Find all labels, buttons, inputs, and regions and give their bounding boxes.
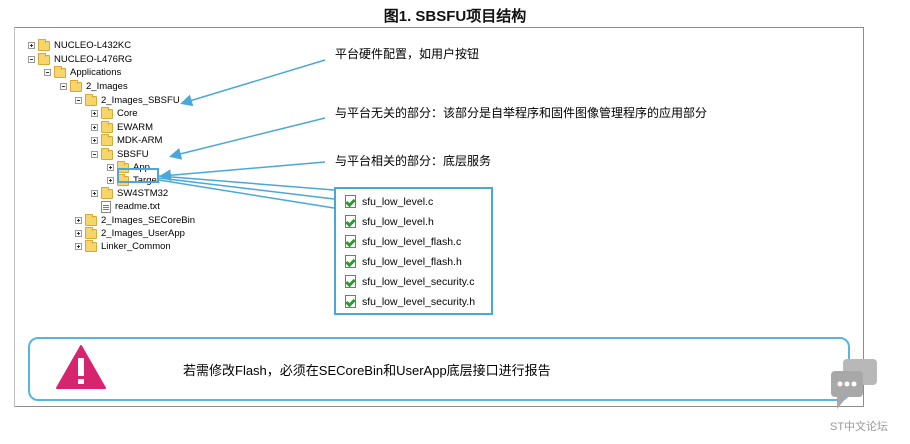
tree-item-label: App — [133, 162, 150, 173]
annotation-dependent: 与平台相关的部分：底层服务 — [335, 154, 492, 168]
collapse-icon[interactable] — [28, 56, 35, 63]
tree-item-sw4stm32[interactable]: SW4STM32 — [91, 186, 169, 200]
connector-target-files-bottom — [158, 179, 335, 209]
folder-icon — [101, 147, 113, 160]
tree-item-mdk-arm[interactable]: MDK-ARM — [91, 133, 163, 147]
tree-item-readme[interactable]: readme.txt — [101, 200, 160, 213]
collapse-icon[interactable] — [60, 83, 67, 90]
expand-icon[interactable] — [91, 124, 98, 131]
annotation-hardware: 平台硬件配置，如用户按钮 — [335, 47, 480, 61]
watermark-text: ST中文论坛 — [830, 421, 889, 433]
expand-icon[interactable] — [107, 164, 114, 171]
annotation-independent: 与平台无关的部分：该部分是自举程序和固件图像管理程序的应用部分 — [335, 106, 708, 120]
target-files-box: sfu_low_level.c sfu_low_level.h sfu_low_… — [334, 187, 493, 315]
st-forum-logo-icon — [831, 359, 877, 409]
c-header-file-icon — [345, 215, 357, 229]
tree-item-label: 2_Images_UserApp — [101, 228, 185, 239]
expand-icon[interactable] — [28, 42, 35, 49]
expand-icon[interactable] — [91, 190, 98, 197]
tree-item-label: SBSFU — [117, 149, 149, 160]
collapse-icon[interactable] — [44, 69, 51, 76]
tree-item-ewarm[interactable]: EWARM — [91, 120, 154, 134]
expand-icon[interactable] — [91, 137, 98, 144]
file-name: sfu_low_level_security.h — [362, 296, 476, 308]
tree-item-2-images-secorebin[interactable]: 2_Images_SECoreBin — [75, 213, 195, 227]
tree-item-applications[interactable]: Applications — [44, 65, 122, 79]
tree-item-label: 2_Images_SBSFU — [101, 95, 180, 106]
folder-icon — [101, 120, 113, 133]
tree-item-nucleo-l432kc[interactable]: NUCLEO-L432KC — [28, 38, 132, 52]
tree-item-app[interactable]: App — [107, 160, 150, 174]
folder-icon — [101, 106, 113, 119]
file-name: sfu_low_level_flash.c — [362, 236, 462, 248]
c-source-file-icon — [345, 235, 357, 249]
tree-item-label: Target — [133, 175, 160, 186]
connector-target-files-mid — [158, 177, 335, 200]
file-item[interactable]: sfu_low_level.c — [345, 193, 433, 211]
file-name: sfu_low_level_flash.h — [362, 256, 462, 268]
file-item[interactable]: sfu_low_level_security.h — [345, 293, 475, 311]
tree-item-label: MDK-ARM — [117, 135, 163, 146]
folder-icon — [101, 186, 113, 199]
frame-left-border — [14, 27, 15, 407]
expand-icon[interactable] — [91, 110, 98, 117]
tree-item-label: EWARM — [117, 122, 154, 133]
tree-item-label: readme.txt — [115, 201, 160, 212]
file-item[interactable]: sfu_low_level_flash.h — [345, 253, 462, 271]
tree-item-nucleo-l476rg[interactable]: NUCLEO-L476RG — [28, 52, 133, 66]
collapse-icon[interactable] — [75, 97, 82, 104]
tree-item-2-images-sbsfu[interactable]: 2_Images_SBSFU — [75, 93, 180, 107]
file-item[interactable]: sfu_low_level.h — [345, 213, 434, 231]
tree-item-core[interactable]: Core — [91, 106, 138, 120]
expand-icon[interactable] — [75, 230, 82, 237]
folder-icon — [70, 79, 82, 92]
folder-icon — [38, 38, 50, 51]
text-file-icon — [101, 200, 111, 213]
file-item[interactable]: sfu_low_level_flash.c — [345, 233, 461, 251]
folder-icon — [54, 65, 66, 78]
tree-item-label: SW4STM32 — [117, 188, 169, 199]
c-source-file-icon — [345, 195, 357, 209]
tree-item-label: Core — [117, 108, 138, 119]
tree-item-label: Applications — [70, 67, 122, 78]
tree-item-label: NUCLEO-L432KC — [54, 40, 132, 51]
folder-icon — [101, 133, 113, 146]
expand-icon[interactable] — [75, 243, 82, 250]
c-source-file-icon — [345, 275, 357, 289]
folder-icon — [38, 52, 50, 65]
tree-item-sbsfu[interactable]: SBSFU — [91, 147, 149, 161]
file-name: sfu_low_level.h — [362, 216, 434, 228]
file-item[interactable]: sfu_low_level_security.c — [345, 273, 474, 291]
folder-icon — [85, 213, 97, 226]
note-text: 若需修改Flash，必须在SECoreBin和UserApp底层接口进行报告 — [183, 363, 551, 378]
folder-icon — [85, 93, 97, 106]
c-header-file-icon — [345, 295, 357, 309]
tree-item-label: NUCLEO-L476RG — [54, 54, 133, 65]
tree-item-label: Linker_Common — [101, 241, 171, 252]
expand-icon[interactable] — [75, 217, 82, 224]
file-name: sfu_low_level.c — [362, 196, 434, 208]
folder-icon — [85, 239, 97, 252]
tree-item-2-images[interactable]: 2_Images — [60, 79, 128, 93]
figure-frame — [14, 27, 864, 407]
file-name: sfu_low_level_security.c — [362, 276, 475, 288]
tree-item-label: 2_Images — [86, 81, 128, 92]
arrow-hardware — [180, 59, 326, 107]
folder-icon — [117, 160, 129, 173]
figure-title: 图1. SBSFU项目结构 — [383, 8, 527, 25]
target-highlight-box — [117, 168, 159, 183]
folder-icon — [85, 226, 97, 239]
arrow-independent — [169, 117, 326, 160]
warning-icon — [56, 345, 106, 389]
tree-item-label: 2_Images_SECoreBin — [101, 215, 195, 226]
arrow-dependent — [159, 161, 326, 182]
collapse-icon[interactable] — [91, 151, 98, 158]
note-box — [28, 337, 850, 401]
tree-item-2-images-userapp[interactable]: 2_Images_UserApp — [75, 226, 185, 240]
c-header-file-icon — [345, 255, 357, 269]
expand-icon[interactable] — [107, 177, 114, 184]
tree-item-linker-common[interactable]: Linker_Common — [75, 239, 171, 253]
connector-target-files-top — [158, 175, 335, 191]
